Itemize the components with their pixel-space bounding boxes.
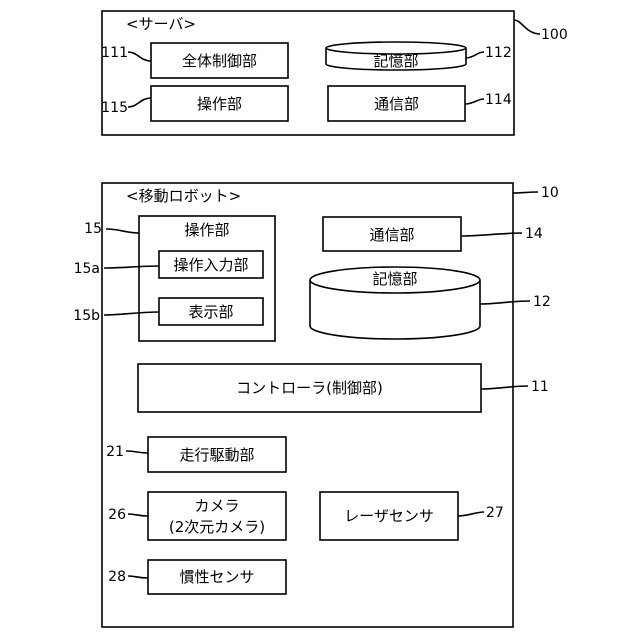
leader-111: [128, 52, 151, 61]
robot-camera-ref: 26: [108, 507, 126, 523]
leader-115: [128, 98, 151, 107]
robot-camera-label-line1: カメラ: [194, 497, 239, 515]
leader-100: [514, 20, 540, 34]
robot-display-label: 表示部: [188, 303, 233, 321]
robot-ref-label: 10: [541, 185, 559, 201]
robot-operation-label: 操作部: [184, 221, 229, 239]
leader-12: [480, 301, 530, 304]
leader-26: [128, 514, 148, 516]
leader-114: [465, 99, 484, 104]
robot-drive-label: 走行駆動部: [179, 446, 254, 464]
robot-drive-ref: 21: [106, 444, 124, 460]
leader-112: [466, 52, 484, 58]
robot-operation-ref: 15: [84, 221, 102, 237]
robot-inertial-ref: 28: [108, 569, 126, 585]
server-operation-ref: 115: [101, 100, 128, 116]
server-storage-label: 記憶部: [373, 52, 418, 70]
server-communication-ref: 114: [485, 92, 512, 108]
robot-laser-label: レーザセンサ: [344, 507, 434, 525]
leader-11: [481, 386, 528, 389]
robot-display-ref: 15b: [73, 308, 100, 324]
robot-controller-label: コントローラ(制御部): [236, 379, 383, 397]
server-communication-label: 通信部: [374, 95, 419, 113]
robot-storage-ref: 12: [533, 294, 551, 310]
robot-laser-ref: 27: [486, 505, 504, 521]
leader-15b: [104, 312, 159, 315]
leader-15: [106, 229, 139, 233]
server-title: <サーバ>: [126, 15, 196, 33]
robot-communication-ref: 14: [525, 226, 543, 242]
robot-title: <移動ロボット>: [126, 187, 241, 205]
leader-15a: [104, 266, 159, 268]
server-operation-label: 操作部: [197, 95, 242, 113]
leader-21: [126, 451, 148, 453]
robot-operation-input-ref: 15a: [74, 261, 100, 277]
robot-communication-label: 通信部: [369, 226, 414, 244]
robot-camera-label-line2: (2次元カメラ): [169, 518, 265, 536]
robot-controller-ref: 11: [531, 379, 549, 395]
leader-28: [128, 576, 148, 578]
robot-storage-label: 記憶部: [372, 270, 417, 288]
server-overall-control-ref: 111: [101, 45, 128, 61]
robot-operation-input-label: 操作入力部: [173, 256, 248, 274]
server-storage-ref: 112: [485, 45, 512, 61]
robot-inertial-label: 慣性センサ: [179, 568, 254, 586]
server-ref-label: 100: [541, 27, 568, 43]
leader-10: [513, 192, 538, 193]
server-overall-control-label: 全体制御部: [182, 52, 257, 70]
leader-27: [458, 512, 484, 516]
